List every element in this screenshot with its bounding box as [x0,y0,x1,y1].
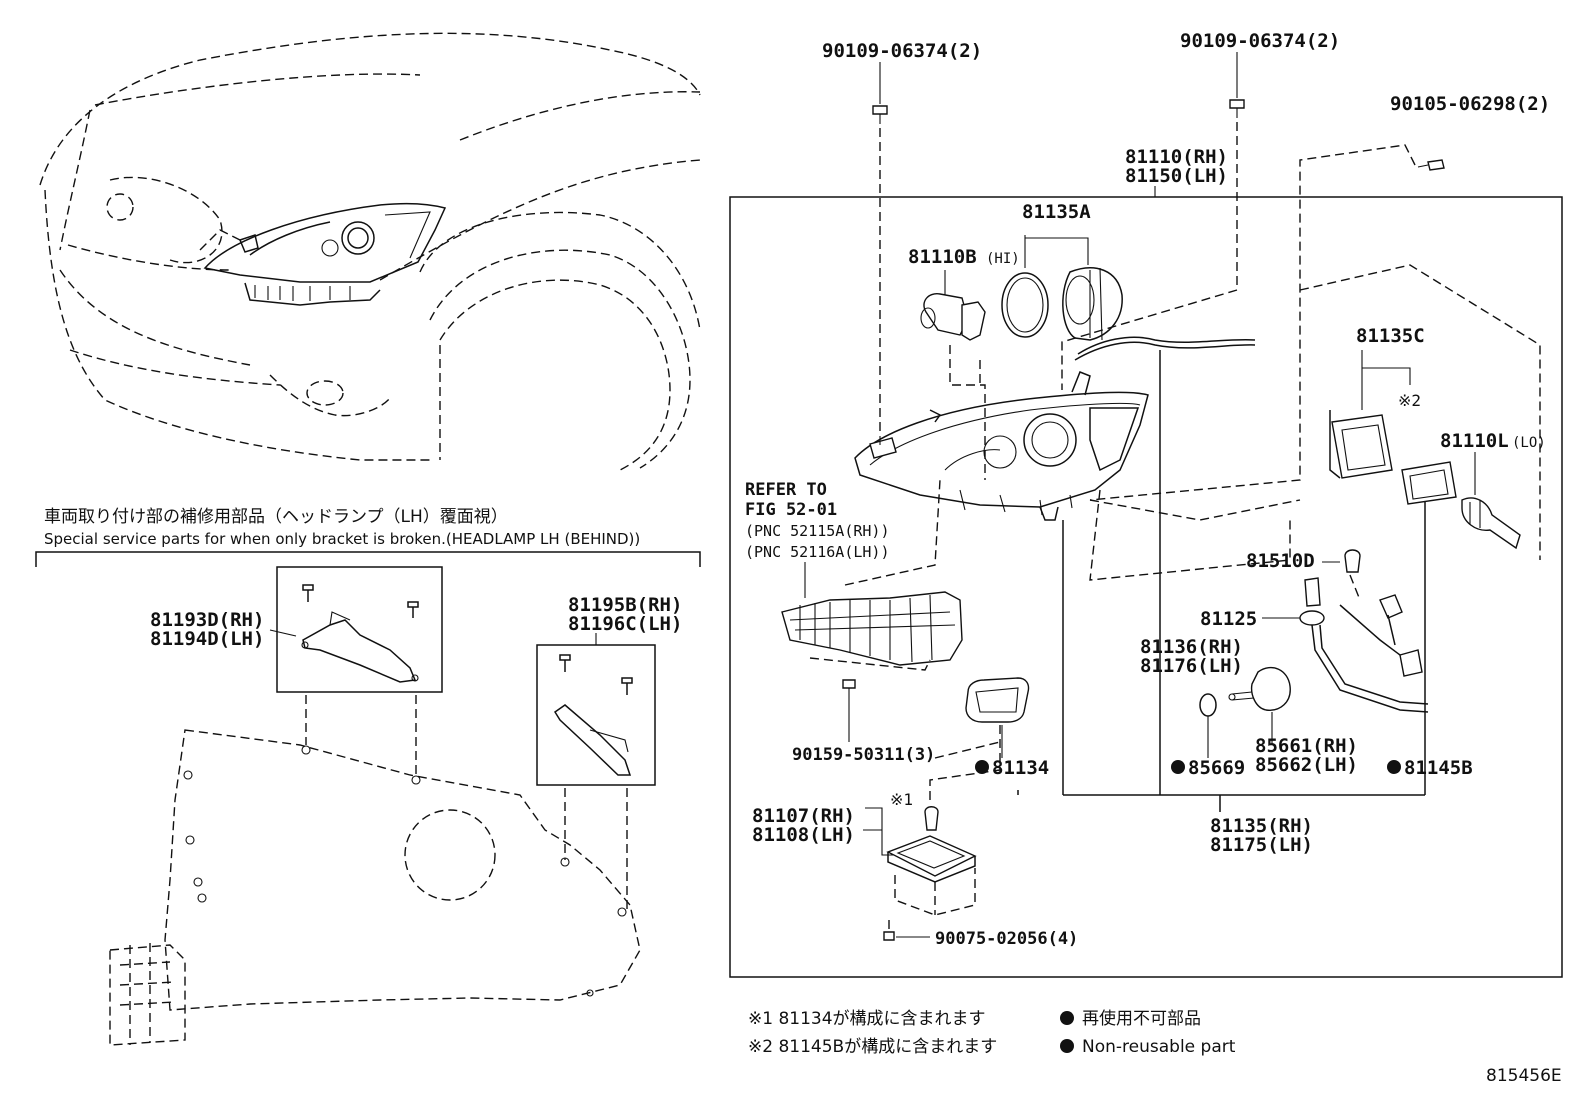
footnote-2: ※2 81145Bが構成に含まれます [748,1037,997,1057]
car-front-illustration [39,32,701,471]
label-81134: 81134 [992,757,1049,779]
label-81145B: 81145B [1404,757,1473,779]
label-81107-rh: 81107(RH) [752,805,855,827]
gasket-81134 [965,677,1030,723]
socket-85661 [1250,667,1291,711]
non-reusable-dot-icon [1060,1011,1074,1025]
headlamp-housing [854,391,1149,508]
assembly-frame [729,196,1563,978]
diagram-id: 815456E [1486,1066,1562,1086]
label-81176-lh: 81176(LH) [1140,655,1243,677]
label-81110L-sub: (LO) [1512,435,1546,451]
label-81150-lh: 81150(LH) [1125,165,1228,187]
socket-81135A [1062,267,1123,341]
legend-en: Non-reusable part [1082,1037,1236,1057]
label-81135A: 81135A [1022,201,1091,223]
label-81110B-sub: (HI) [986,251,1020,267]
label-81107-mark: ※1 [890,790,913,809]
label-81110-rh: 81110(RH) [1125,146,1228,168]
refer-line-2: FIG 52-01 [745,500,837,520]
label-81135C: 81135C [1356,325,1425,347]
label-81136-rh: 81136(RH) [1140,636,1243,658]
bulb-81510D [1344,549,1361,573]
label-81195B-rh: 81195B(RH) [568,594,682,616]
o-ring-81135A [1001,272,1049,338]
label-85669: 85669 [1188,757,1245,779]
bracket-box-81193D [276,566,443,693]
label-81110L: 81110L [1440,430,1509,452]
o-ring-85669 [1199,693,1217,717]
special-parts-heading-en: Special service parts for when only brac… [44,530,640,548]
label-85662-lh: 85662(LH) [1255,754,1358,776]
wire-strip [1074,341,1256,361]
label-81194D-lh: 81194D(LH) [150,628,264,650]
legend-jp: 再使用不可部品 [1082,1008,1201,1029]
bracket-box-81195B [536,644,656,786]
label-90109-a: 90109-06374(2) [822,40,982,62]
label-85661-rh: 85661(RH) [1255,735,1358,757]
label-81196C-lh: 81196C(LH) [568,613,682,635]
gasket-81145B [1401,461,1457,505]
label-90159: 90159-50311(3) [792,745,935,765]
special-parts-heading-jp: 車両取り付け部の補修用部品（ヘッドランプ（LH）覆面視） [44,507,508,527]
label-81175-lh: 81175(LH) [1210,834,1313,856]
headlamp-assembly: 90109-06374(2) 90109-06374(2) 90105-0629… [729,30,1563,978]
bulb-81110L [1461,497,1521,550]
label-81108-lh: 81108(LH) [752,824,855,846]
label-81110B: 81110B [908,246,977,268]
label-90105: 90105-06298(2) [1390,93,1550,115]
label-81135C-mark: ※2 [1398,391,1421,410]
label-81193D-rh: 81193D(RH) [150,609,264,631]
footnote-1: ※1 81134が構成に含まれます [748,1009,986,1029]
label-90109-b: 90109-06374(2) [1180,30,1340,52]
non-reusable-dot-icon-en [1060,1039,1074,1053]
label-81135-rh: 81135(RH) [1210,815,1313,837]
label-90075: 90075-02056(4) [935,929,1078,949]
footnotes: ※1 81134が構成に含まれます ※2 81145Bが構成に含まれます 再使用… [748,1008,1562,1086]
label-81125: 81125 [1200,608,1257,630]
special-service-parts: 車両取り付け部の補修用部品（ヘッドランプ（LH）覆面視） Special ser… [35,507,701,1046]
bracket-refer [781,591,963,666]
refer-line-1: REFER TO [745,480,827,500]
label-81510D: 81510D [1246,550,1315,572]
refer-line-4: (PNC 52116A(LH)) [745,543,890,561]
refer-line-3: (PNC 52115A(RH)) [745,522,890,540]
